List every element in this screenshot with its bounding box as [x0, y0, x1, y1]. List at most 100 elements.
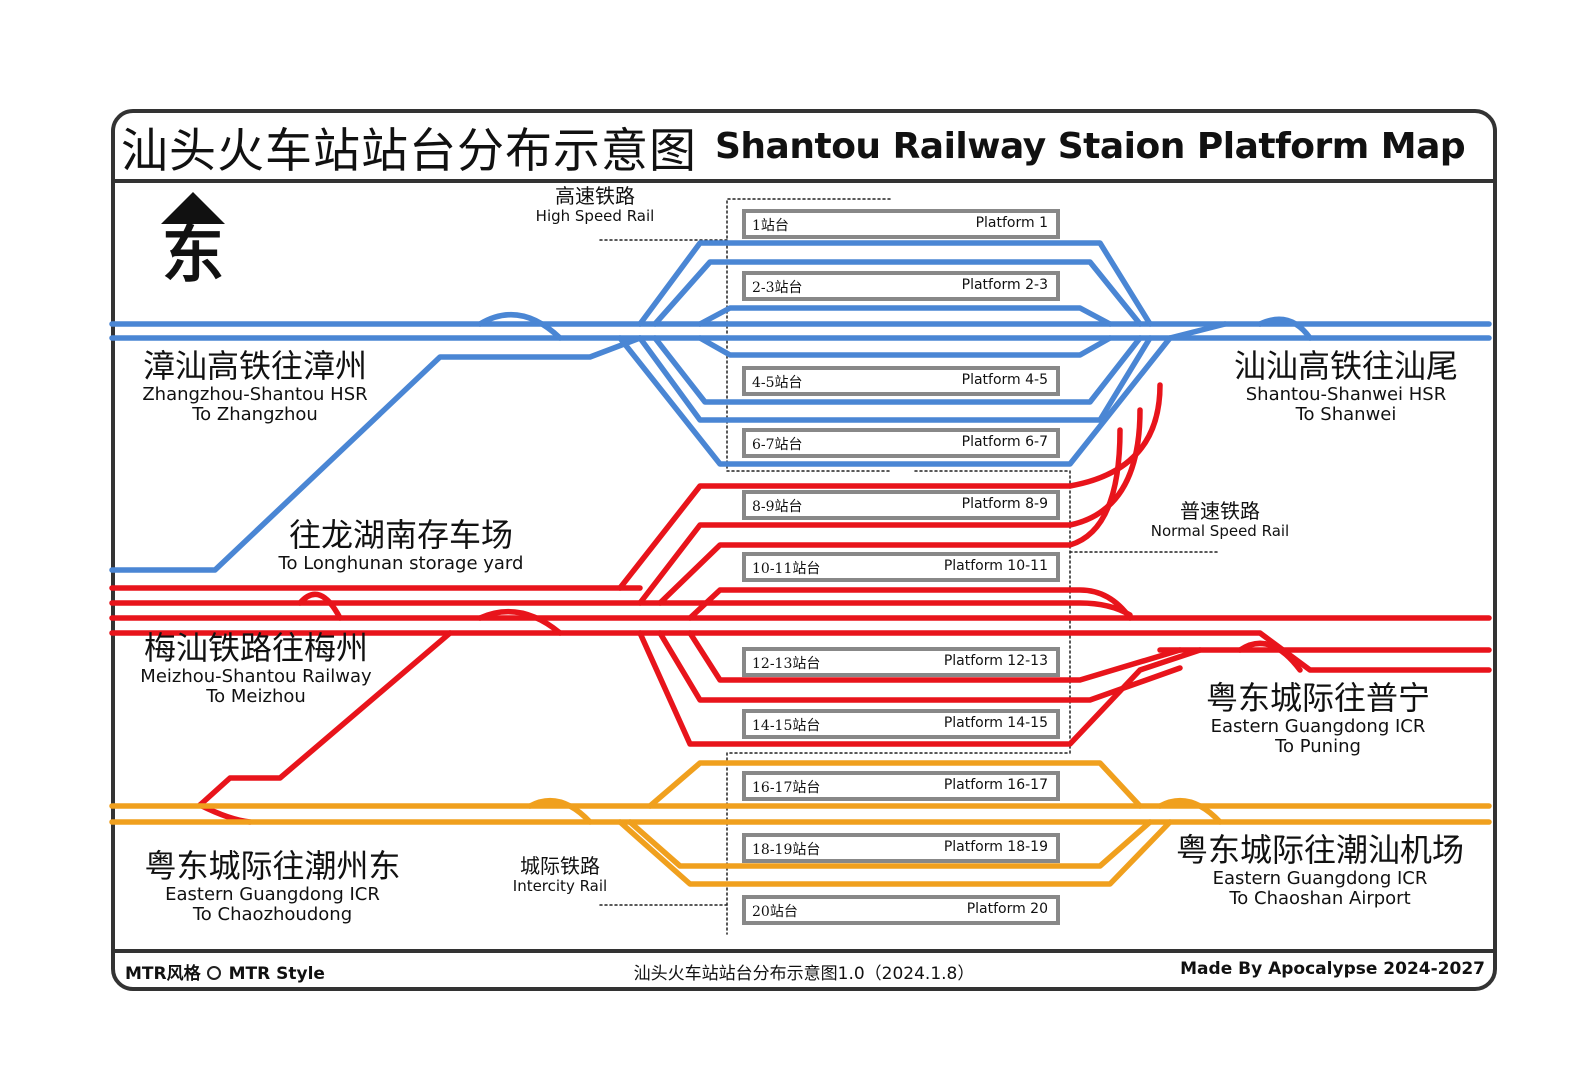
platform-label-en: Platform 18-19: [943, 839, 1048, 855]
hsr-platform-1-track: [637, 240, 1153, 327]
circle-icon: [206, 966, 221, 980]
destination-longhunan: 往龙湖南存车场 To Longhunan storage yard: [265, 517, 537, 574]
platform-4-5: 4-5站台 Platform 4-5: [742, 366, 1060, 396]
destination-zh: 梅汕铁路往梅州: [143, 629, 368, 667]
nsr-platform-13-track: [657, 630, 1183, 703]
hsr-platform-4-track: [697, 335, 1113, 358]
destination-en-line: To Longhunan storage yard: [278, 552, 524, 574]
category-zh: 高速铁路: [555, 184, 635, 208]
platform-label-zh: 18-19站台: [752, 842, 821, 858]
hsr-crossover-3: [1257, 316, 1313, 341]
hsr-platform-7-track: [617, 335, 1173, 467]
category-zh: 普速铁路: [1180, 499, 1260, 523]
intercity-tracks: [109, 760, 1492, 887]
platform-label-en: Platform 14-15: [943, 715, 1048, 731]
destination-puning: 粤东城际往普宁 Eastern Guangdong ICR To Puning: [1190, 680, 1446, 758]
platform-label-en: Platform 2-3: [961, 277, 1048, 293]
platform-label-zh: 20站台: [752, 904, 798, 920]
nsr-meizhou-branch: [197, 630, 453, 808]
destination-zh: 粤东城际往普宁: [1205, 679, 1430, 717]
platform-label-zh: 14-15站台: [752, 718, 821, 734]
category-zh: 城际铁路: [520, 854, 600, 878]
platform-label-zh: 12-13站台: [752, 656, 821, 672]
destination-en-to: To Puning: [1275, 736, 1361, 758]
platform-20: 20站台 Platform 20: [742, 895, 1060, 925]
platform-1: 1站台 Platform 1: [742, 209, 1060, 239]
destination-zh: 漳汕高铁往漳州: [142, 347, 367, 385]
destination-shanwei: 汕汕高铁往汕尾 Shantou-Shanwei HSR To Shanwei: [1215, 348, 1477, 426]
platform-label-zh: 6-7站台: [752, 437, 803, 453]
footer-style-en: MTR Style: [228, 964, 325, 984]
hsr-platform-2-track: [652, 259, 1143, 327]
high-speed-tracks: [109, 240, 1492, 573]
platform-label-zh: 16-17站台: [752, 780, 821, 796]
platform-14-15: 14-15站台 Platform 14-15: [742, 709, 1060, 739]
destination-en-line: Shantou-Shanwei HSR: [1245, 383, 1447, 405]
platform-label-zh: 4-5站台: [752, 375, 803, 391]
destination-zh: 粤东城际往潮汕机场: [1175, 831, 1464, 869]
icr-crossover-2: [1157, 797, 1223, 825]
platform-18-19: 18-19站台 Platform 18-19: [742, 833, 1060, 863]
platform-label-zh: 1站台: [752, 218, 789, 234]
destination-zh: 汕汕高铁往汕尾: [1233, 347, 1458, 385]
icr-crossover-1: [527, 797, 593, 825]
category-high-speed: 高速铁路 High Speed Rail: [520, 185, 670, 225]
destination-zh: 粤东城际往潮州东: [144, 847, 401, 885]
title-zh: 汕头火车站站台分布示意图: [121, 123, 697, 179]
category-intercity: 城际铁路 Intercity Rail: [495, 855, 625, 895]
high-speed-group-outline: [726, 198, 891, 472]
hsr-platform-6-track: [637, 335, 1153, 423]
footer-style-zh: MTR风格: [125, 964, 201, 984]
up-arrow-icon: [161, 192, 225, 224]
hsr-zhangzhou-branch: [109, 335, 643, 573]
icr-platform-16-track: [647, 760, 1143, 809]
destination-en-line: Meizhou-Shantou Railway: [140, 665, 372, 687]
hsr-platform-3-track: [697, 305, 1113, 327]
destination-en-line: Eastern Guangdong ICR: [1212, 867, 1428, 889]
nsr-platform-9-track: [637, 407, 1143, 606]
platform-label-en: Platform 8-9: [961, 496, 1048, 512]
category-en: Normal Speed Rail: [1150, 522, 1290, 540]
platform-label-en: Platform 20: [966, 901, 1048, 917]
icr-platform-20-track: [617, 819, 1173, 887]
destination-zhangzhou: 漳汕高铁往漳州 Zhangzhou-Shantou HSR To Zhangzh…: [125, 348, 385, 426]
destination-en-to: To Zhangzhou: [192, 404, 318, 426]
destination-meizhou: 梅汕铁路往梅州 Meizhou-Shantou Railway To Meizh…: [125, 630, 387, 708]
platform-8-9: 8-9站台 Platform 8-9: [742, 490, 1060, 520]
direction-label: 东: [161, 218, 224, 291]
platform-label-zh: 8-9站台: [752, 499, 803, 515]
hsr-platform-5-track: [652, 335, 1143, 405]
category-normal-speed: 普速铁路 Normal Speed Rail: [1140, 500, 1300, 540]
destination-zh: 往龙湖南存车场: [288, 516, 513, 554]
direction-indicator: 东: [158, 192, 228, 286]
footer-bar: MTR风格 MTR Style 汕头火车站站台分布示意图1.0（2024.1.8）…: [115, 949, 1493, 987]
nsr-main-2: [109, 600, 1133, 618]
destination-en-line: Zhangzhou-Shantou HSR: [142, 383, 368, 405]
footer-credit: Made By Apocalypse 2024-2027: [1180, 959, 1485, 979]
footer-version: 汕头火车站站台分布示意图1.0（2024.1.8）: [633, 964, 975, 984]
platform-label-en: Platform 1: [975, 215, 1048, 231]
destination-chaoshan-airport: 粤东城际往潮汕机场 Eastern Guangdong ICR To Chaos…: [1165, 832, 1475, 910]
nsr-platform-11-track: [687, 587, 1133, 621]
title-bar: 汕头火车站站台分布示意图 Shantou Railway Staion Plat…: [115, 113, 1493, 183]
hsr-crossover-2: [1167, 321, 1228, 341]
nsr-crossover-1: [297, 591, 343, 621]
platform-label-en: Platform 4-5: [961, 372, 1048, 388]
destination-en-to: To Shanwei: [1295, 404, 1397, 426]
hsr-crossover-1: [477, 311, 563, 341]
destination-chaozhoudong: 粤东城际往潮州东 Eastern Guangdong ICR To Chaozh…: [125, 848, 420, 926]
footer-style-note: MTR风格 MTR Style: [125, 959, 325, 984]
destination-en-to: To Chaozhoudong: [192, 904, 353, 926]
normal-speed-tracks: [109, 382, 1492, 825]
nsr-crossover-2: [477, 609, 563, 636]
nsr-platform-14-track: [637, 630, 1203, 747]
nsr-platform-8-track: [617, 382, 1163, 591]
platform-label-zh: 10-11站台: [752, 561, 821, 577]
destination-en-to: To Meizhou: [206, 686, 306, 708]
title-en: Shantou Railway Staion Platform Map: [715, 125, 1466, 167]
